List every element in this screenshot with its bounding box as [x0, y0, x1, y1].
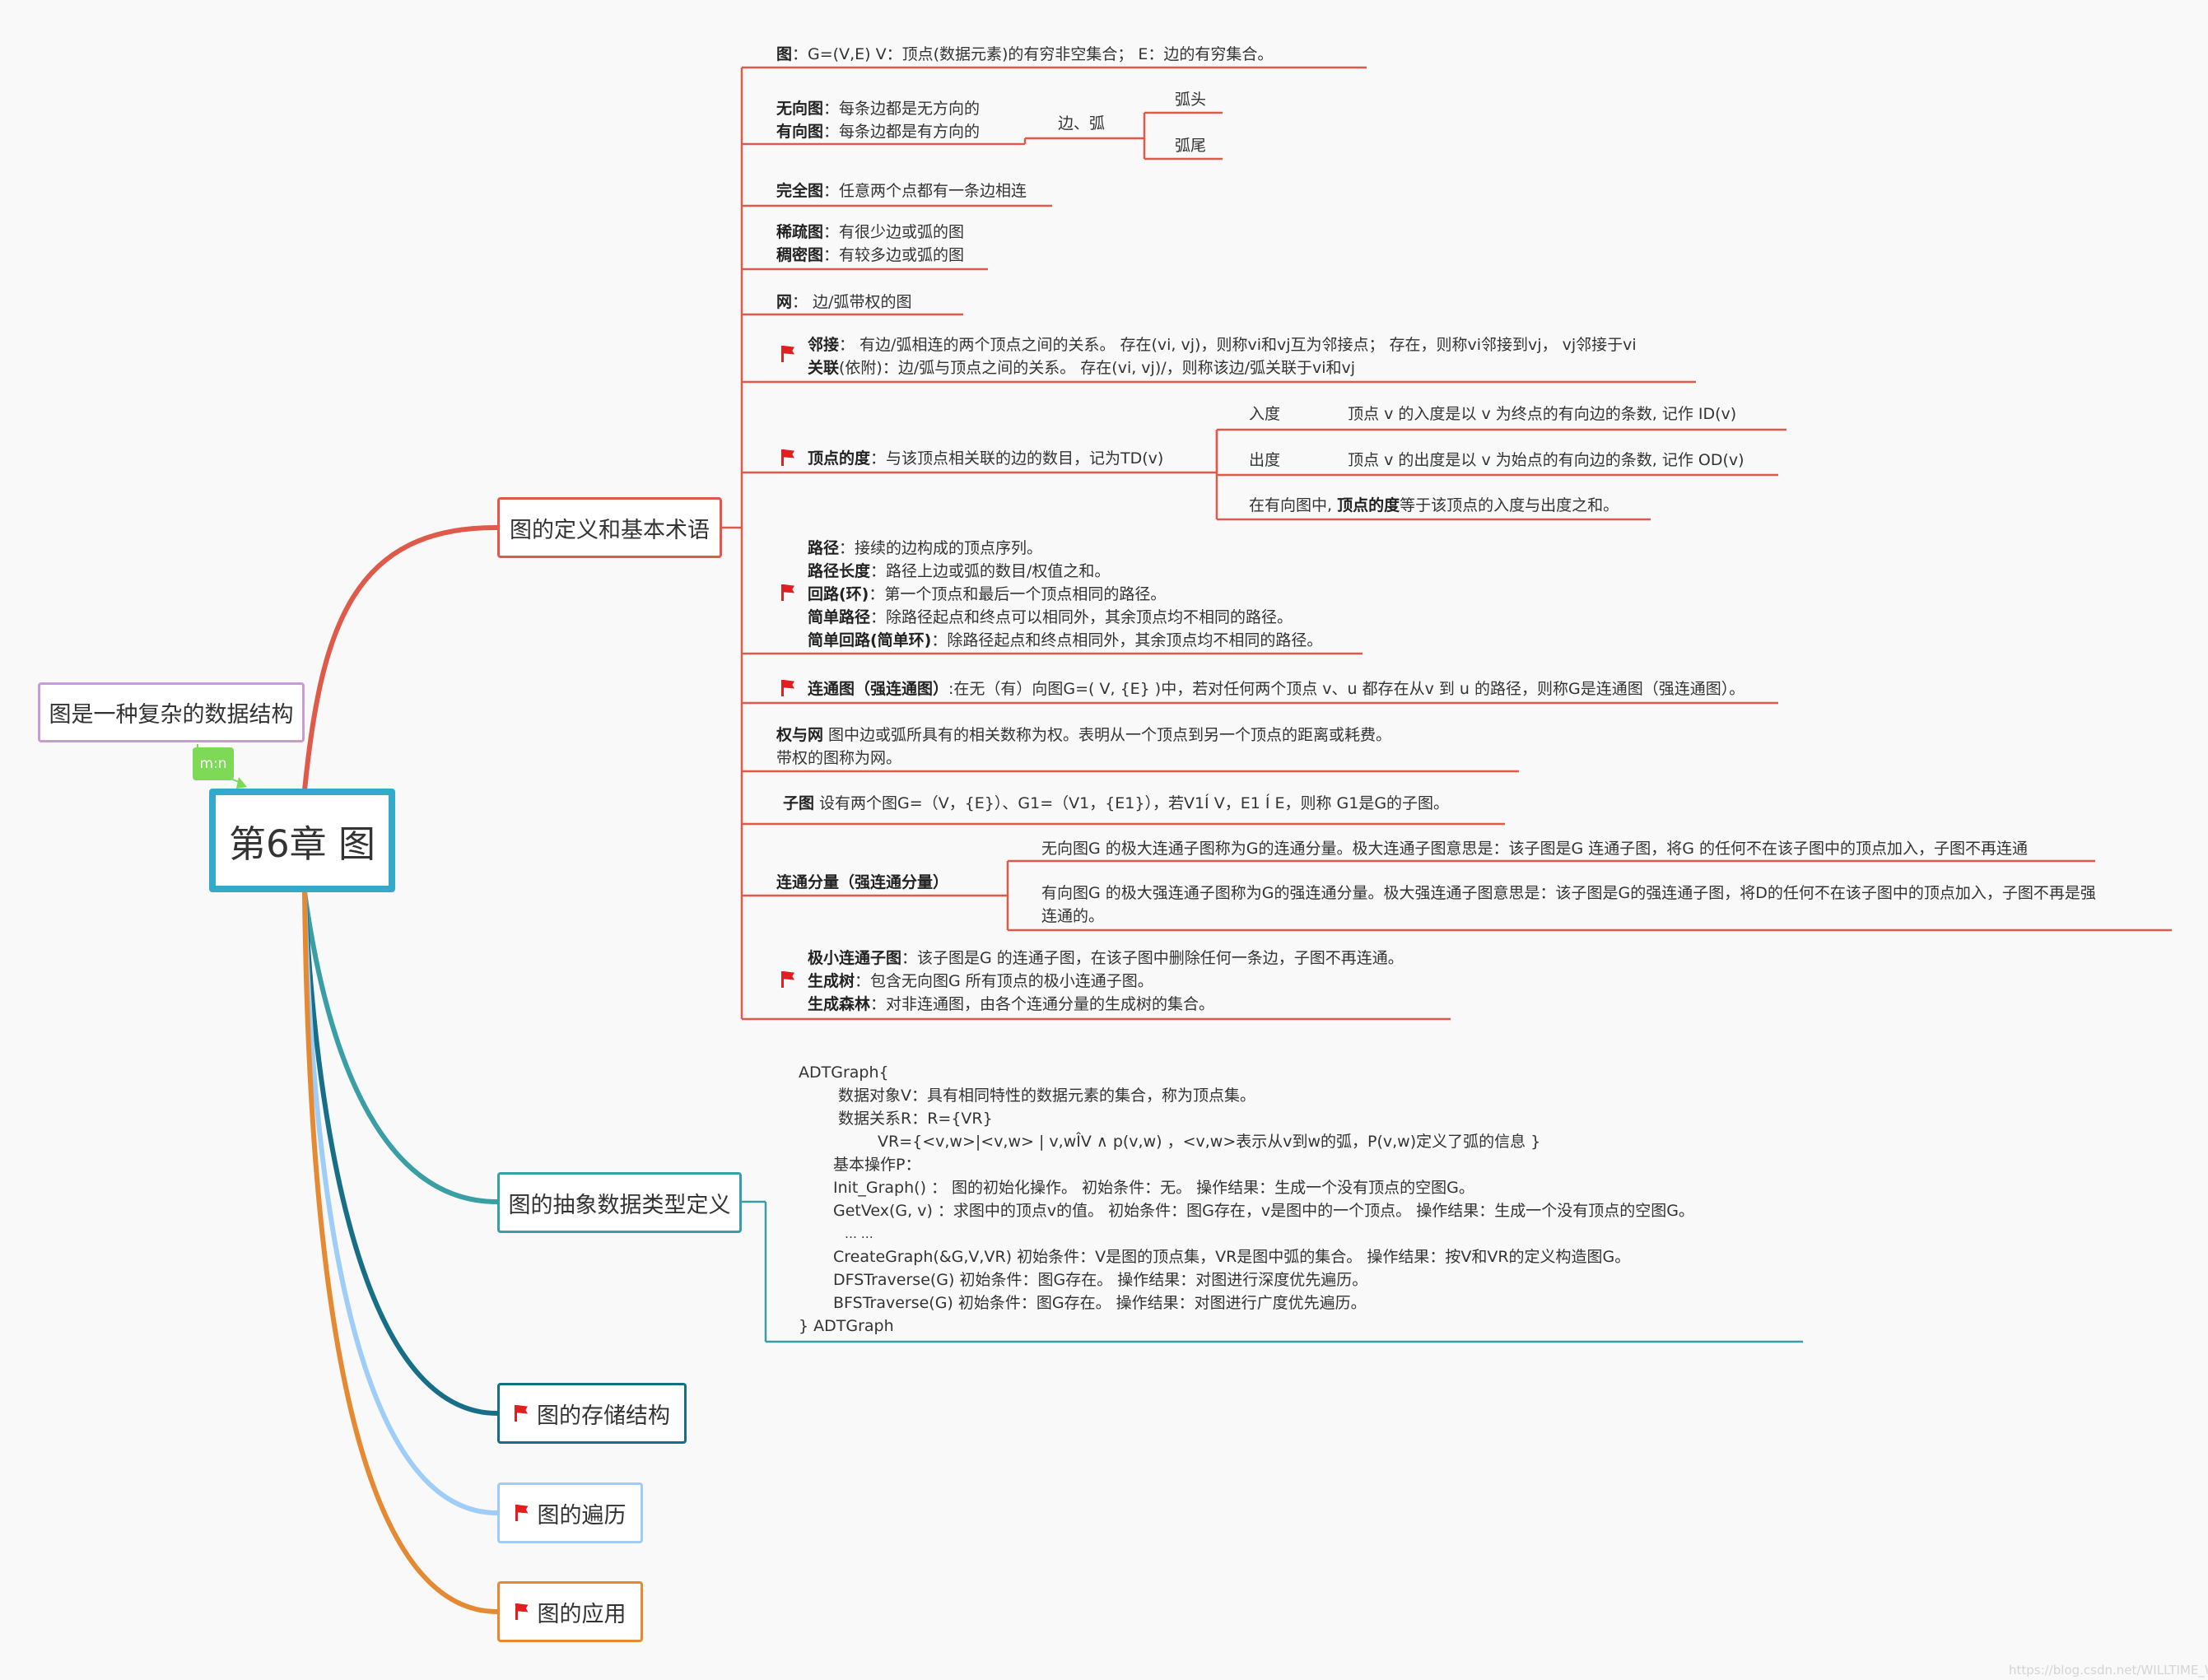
term-weighted-net: 带权的图称为网。 — [776, 749, 902, 767]
topic-graph[interactable]: 图：G=(V,E) V：顶点(数据元素)的有穷非空集合； E：边的有穷集合。 — [776, 45, 1274, 63]
topic-connected-graph[interactable]: 连通图（强连通图）:在无（有）向图G=( V, {E} )中，若对任何两个顶点 … — [808, 680, 1745, 698]
adt-line: GetVex(G, v) ：求图中的顶点v的值。 初始条件：图G存在，v是图中的… — [833, 1202, 1694, 1220]
term-path-length: 路径长度：路径上边或弧的数目/权值之和。 — [808, 562, 1111, 580]
topic-weight-net[interactable]: 权与网 图中边或弧所具有的相关数称为权。表明从一个顶点到另一个顶点的距离或耗费。… — [776, 724, 1391, 770]
adt-line: VR={<v,w>|<v,w> | v,wÎV ∧ p(v,w) ，<v,w>表… — [878, 1133, 1541, 1151]
outdegree-label: 出度 — [1249, 451, 1281, 469]
indegree-label: 入度 — [1249, 405, 1281, 423]
note-text: 图是一种复杂的数据结构 — [49, 702, 294, 728]
flag-icon — [780, 971, 795, 988]
adt-line: 数据关系R：R={VR} — [838, 1110, 993, 1128]
branch-adt[interactable]: 图的抽象数据类型定义 — [497, 1172, 742, 1233]
flag-icon — [780, 449, 795, 466]
term-path: 路径：接续的边构成的顶点序列。 — [808, 539, 1043, 557]
topic-connected-component[interactable]: 连通分量（强连通分量） — [776, 873, 949, 891]
term-incident: 关联(依附)：边/弧与顶点之间的关系。 存在(vi, vj)/，则称该边/弧关联… — [808, 359, 1356, 377]
topic-arc-tail[interactable]: 弧尾 — [1175, 137, 1207, 155]
topic-complete[interactable]: 完全图：任意两个点都有一条边相连 — [776, 182, 1027, 200]
def-connectors — [722, 66, 2172, 1021]
term-spanning-tree: 生成树：包含无向图G 所有顶点的极小连通子图。 — [808, 972, 1153, 990]
adt-line: BFSTraverse(G) 初始条件：图G存在。 操作结果：对图进行广度优先遍… — [833, 1294, 1367, 1312]
topic-adjacency[interactable]: 邻接： 有边/弧相连的两个顶点之间的关系。 存在(vi, vj)，则称vi和vj… — [808, 333, 1637, 379]
relation-badge: m:n — [193, 747, 234, 780]
flag-icon — [515, 1603, 529, 1620]
branch-traversal[interactable]: 图的遍历 — [497, 1482, 643, 1543]
term-simple-cycle: 简单回路(简单环)：除路径起点和终点相同外，其余顶点均不相同的路径。 — [808, 631, 1323, 649]
watermark: https://blog.csdn.net/WILLTIME_W — [2009, 1663, 2208, 1678]
term-undirected: 无向图：每条边都是无方向的 — [776, 100, 981, 118]
term-simple-path: 简单路径：除路径起点和终点可以相同外，其余顶点均不相同的路径。 — [808, 608, 1293, 626]
flag-icon — [780, 584, 795, 601]
root-title: 第6章 图 — [229, 821, 375, 866]
adt-line: 数据对象V：具有相同特性的数据元素的集合，称为顶点集。 — [838, 1087, 1255, 1105]
topic-sparse-dense[interactable]: 稀疏图：有很少边或弧的图 稠密图：有较多边或弧的图 — [776, 221, 964, 267]
adt-line: ADTGraph{ — [799, 1063, 889, 1082]
adt-line: } ADTGraph — [799, 1317, 894, 1335]
link-root-traverse — [302, 891, 498, 1515]
topic-arc-head[interactable]: 弧头 — [1175, 91, 1207, 109]
topic-spanning[interactable]: 极小连通子图：该子图是G 的连通子图，在该子图中删除任何一条边，子图不再连通。 … — [808, 947, 1404, 1016]
topic-degree[interactable]: 顶点的度：与该顶点相关联的边的数目，记为TD(v) — [808, 449, 1164, 468]
term-weight: 权与网 图中边或弧所具有的相关数称为权。表明从一个顶点到另一个顶点的距离或耗费。 — [776, 726, 1392, 744]
adt-line: DFSTraverse(G) 初始条件：图G存在。 操作结果：对图进行深度优先遍… — [833, 1271, 1368, 1289]
adt-line: 基本操作P： — [833, 1156, 921, 1174]
flag-icon — [780, 346, 795, 362]
topic-subgraph[interactable]: 子图 设有两个图G=（V，{E}）、G1=（V1，{E1}），若V1Í V，E1… — [783, 794, 1450, 812]
adt-line: Init_Graph() ： 图的初始化操作。 初始条件：无。 操作结果：生成一… — [833, 1179, 1474, 1197]
term-dense: 稠密图：有较多边或弧的图 — [776, 246, 965, 264]
adt-line: … … — [845, 1226, 873, 1241]
flag-icon — [514, 1405, 529, 1422]
branch-storage[interactable]: 图的存储结构 — [497, 1383, 687, 1444]
adt-line: CreateGraph(&G,V,VR) 初始条件：V是图的顶点集，VR是图中弧… — [833, 1248, 1631, 1266]
topic-undirected-directed[interactable]: 无向图：每条边都是无方向的 有向图：每条边都是有方向的 — [776, 97, 980, 143]
link-note-arrow — [236, 777, 247, 789]
branch-definition[interactable]: 图的定义和基本术语 — [497, 497, 722, 558]
term-spanning-forest: 生成森林：对非连通图，由各个连通分量的生成树的集合。 — [808, 995, 1215, 1013]
topic-edge-arc[interactable]: 边、弧 — [1058, 114, 1106, 133]
term-min-connected: 极小连通子图：该子图是G 的连通子图，在该子图中删除任何一条边，子图不再连通。 — [808, 949, 1404, 967]
topic-component-undirected[interactable]: 无向图G 的极大连通子图称为G的连通分量。极大连通子图意思是：该子图是G 连通子… — [1041, 840, 2029, 858]
link-root-apply — [302, 891, 498, 1614]
topic-component-directed[interactable]: 有向图G 的极大强连通子图称为G的强连通分量。极大强连通子图意思是：该子图是G的… — [1041, 884, 2096, 925]
term-directed: 有向图：每条边都是有方向的 — [776, 123, 981, 141]
flag-icon — [515, 1505, 529, 1521]
term-adjacent: 邻接： 有边/弧相连的两个顶点之间的关系。 存在(vi, vj)，则称vi和vj… — [808, 336, 1637, 354]
topic-net[interactable]: 网： 边/弧带权的图 — [776, 293, 912, 311]
adt-connectors — [742, 1200, 1803, 1343]
root-node[interactable]: 第6章 图 — [209, 789, 395, 892]
term-cycle: 回路(环)：第一个顶点和最后一个顶点相同的路径。 — [808, 585, 1167, 603]
topic-path[interactable]: 路径：接续的边构成的顶点序列。 路径长度：路径上边或弧的数目/权值之和。 回路(… — [808, 537, 1322, 652]
topic-indegree[interactable]: 入度 顶点 v 的入度是以 v 为终点的有向边的条数, 记作 ID(v) — [1249, 405, 1737, 423]
link-root-def — [302, 524, 498, 791]
adt-definition-block[interactable]: ADTGraph{ 数据对象V：具有相同特性的数据元素的集合，称为顶点集。 数据… — [799, 1061, 1694, 1338]
term-sparse: 稀疏图：有很少边或弧的图 — [776, 223, 965, 241]
flag-icon — [780, 680, 795, 696]
link-root-adt — [302, 891, 498, 1204]
topic-outdegree[interactable]: 出度 顶点 v 的出度是以 v 为始点的有向边的条数, 记作 OD(v) — [1249, 451, 1745, 469]
link-root-storage — [302, 891, 498, 1416]
note-node[interactable]: 图是一种复杂的数据结构 — [38, 682, 305, 742]
branch-application[interactable]: 图的应用 — [497, 1581, 643, 1642]
topic-degree-sum[interactable]: 在有向图中, 顶点的度等于该顶点的入度与出度之和。 — [1249, 496, 1619, 514]
